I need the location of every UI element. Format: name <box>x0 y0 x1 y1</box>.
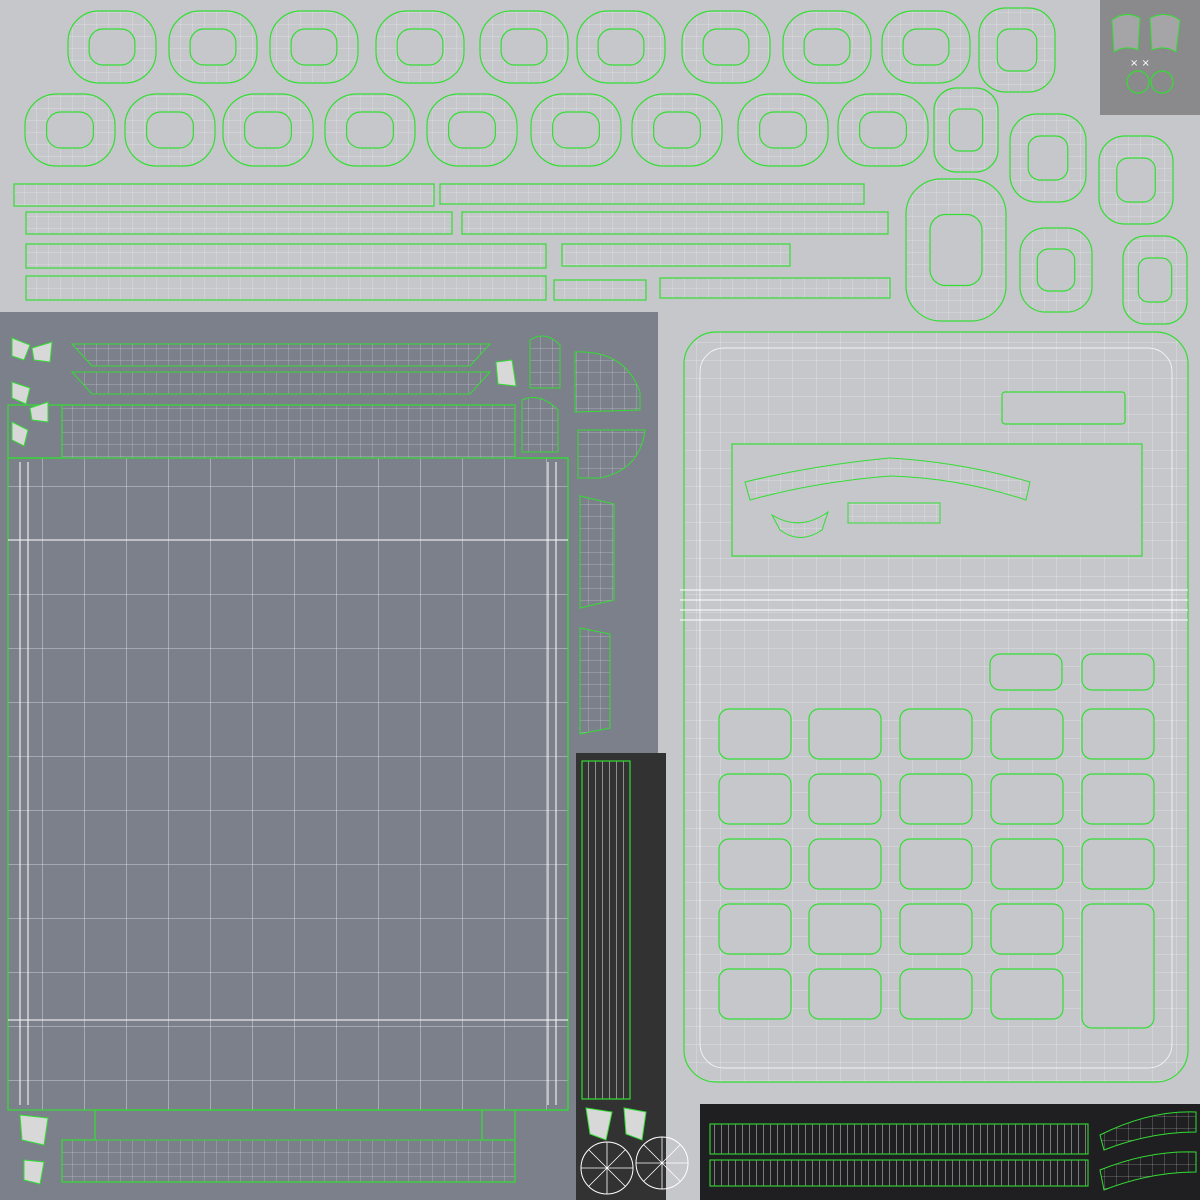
strip-island <box>25 243 547 269</box>
side-dark-panel <box>576 753 689 1200</box>
calculator-key-island <box>718 903 792 955</box>
ring-cap-island <box>1098 135 1174 225</box>
long-strip-islands <box>13 183 891 301</box>
calculator-key-island <box>1081 708 1155 760</box>
ring-cap-island <box>269 10 359 84</box>
ring-cap-island <box>737 93 829 167</box>
ring-cap-island <box>933 87 999 173</box>
ring-cap-island <box>426 93 518 167</box>
ring-cap-island <box>837 93 929 167</box>
strip-island <box>561 243 791 267</box>
calculator-key-island <box>1081 773 1155 825</box>
calculator-key-island <box>899 773 973 825</box>
body-back-panel <box>0 312 658 1200</box>
ring-cap-island <box>324 93 416 167</box>
ring-cap-island <box>978 7 1056 93</box>
ring-cap-island <box>631 93 723 167</box>
calculator-key-island <box>990 968 1064 1020</box>
calculator-key-island <box>808 968 882 1020</box>
strip-island <box>461 211 889 235</box>
thumbnail-detail-panel: × × <box>1100 0 1200 115</box>
ring-cap-island <box>681 10 771 84</box>
calculator-key-island <box>899 708 973 760</box>
display-window <box>731 443 1143 557</box>
ring-cap-island <box>479 10 569 84</box>
strip-island <box>439 183 865 205</box>
ring-cap-island <box>24 93 116 167</box>
ring-cap-island <box>530 93 622 167</box>
solar-panel-slot <box>1001 391 1126 425</box>
ring-cap-island <box>881 10 971 84</box>
strip-island <box>659 277 891 299</box>
calculator-key-island <box>1081 838 1155 890</box>
calculator-key-island <box>1081 903 1155 1029</box>
ring-cap-island <box>124 93 216 167</box>
strip-island <box>13 183 435 207</box>
ring-cap-islands <box>24 7 1188 325</box>
ring-cap-island <box>576 10 666 84</box>
calculator-key-islands <box>718 653 1155 1029</box>
calculator-key-island <box>989 653 1063 691</box>
calculator-key-island <box>718 968 792 1020</box>
ring-cap-island <box>905 178 1007 322</box>
calculator-key-island <box>808 773 882 825</box>
ring-cap-island <box>1009 113 1087 203</box>
calculator-front-face <box>680 331 1189 1083</box>
calculator-key-island <box>990 838 1064 890</box>
ring-cap-island <box>782 10 872 84</box>
calculator-key-island <box>718 773 792 825</box>
calculator-key-island <box>990 708 1064 760</box>
calculator-key-island <box>808 708 882 760</box>
calculator-key-island <box>1081 653 1155 691</box>
calculator-key-island <box>899 903 973 955</box>
calculator-key-island <box>990 903 1064 955</box>
ring-cap-island <box>375 10 465 84</box>
ring-cap-island <box>67 10 157 84</box>
calculator-key-island <box>899 838 973 890</box>
ring-cap-island <box>168 10 258 84</box>
ring-cap-island <box>1122 235 1188 325</box>
calculator-key-island <box>990 773 1064 825</box>
strip-island <box>25 211 453 235</box>
calculator-key-island <box>718 838 792 890</box>
strip-island <box>553 279 647 301</box>
calculator-key-island <box>808 838 882 890</box>
calculator-key-island <box>718 708 792 760</box>
ring-cap-island <box>222 93 314 167</box>
ring-cap-island <box>1019 227 1093 313</box>
svg-text:× ×: × × <box>1130 58 1150 69</box>
calculator-key-island <box>899 968 973 1020</box>
strip-island <box>25 275 547 301</box>
calculator-key-island <box>808 903 882 955</box>
bottom-dark-band <box>700 1104 1200 1200</box>
